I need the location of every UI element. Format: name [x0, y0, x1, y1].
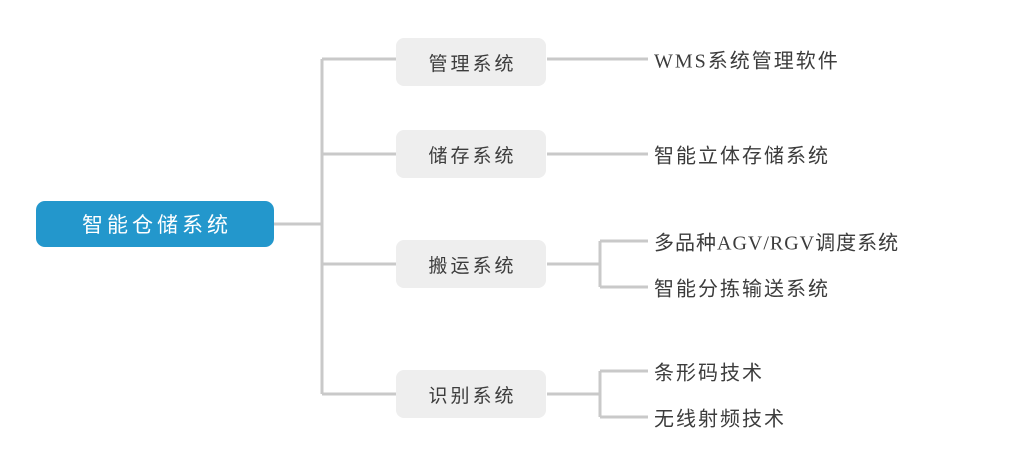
- branch-node-management[interactable]: 管理系统: [396, 38, 546, 86]
- leaf-node-barcode-technology[interactable]: 条形码技术: [654, 362, 764, 385]
- branch-node-identification[interactable]: 识别系统: [396, 370, 546, 418]
- leaf-node-rfid-technology[interactable]: 无线射频技术: [654, 408, 786, 431]
- leaf-node-agv-rgv-scheduling[interactable]: 多品种AGV/RGV调度系统: [654, 232, 900, 255]
- root-node[interactable]: 智能仓储系统: [36, 201, 274, 247]
- leaf-node-intelligent-3d-storage[interactable]: 智能立体存储系统: [654, 145, 830, 168]
- leaf-node-wms-software[interactable]: WMS系统管理软件: [654, 50, 840, 73]
- branch-node-handling[interactable]: 搬运系统: [396, 240, 546, 288]
- branch-node-storage[interactable]: 储存系统: [396, 130, 546, 178]
- leaf-node-intelligent-sorting-conveying[interactable]: 智能分拣输送系统: [654, 278, 830, 301]
